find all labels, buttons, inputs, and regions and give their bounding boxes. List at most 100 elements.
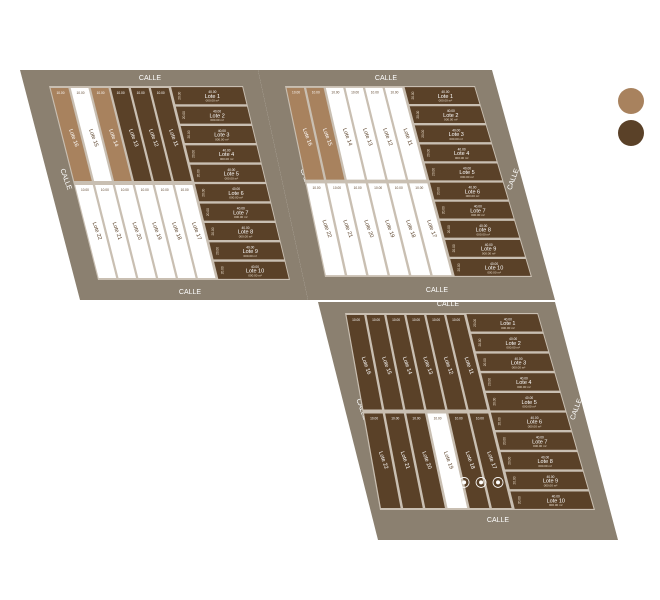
lot-14[interactable] <box>386 314 425 410</box>
lot-2[interactable] <box>471 333 549 352</box>
lot-side-dimension: 20.00 <box>478 338 482 346</box>
lot-8[interactable] <box>440 220 520 238</box>
lot-area-value: 000.00 m² <box>460 175 474 179</box>
lot-6[interactable] <box>429 182 508 200</box>
lot-side-dimension: 20.00 <box>452 244 456 252</box>
street-label: CALLE <box>375 75 398 82</box>
lot-17[interactable] <box>174 184 216 279</box>
lot-16[interactable] <box>346 314 382 410</box>
lot-19[interactable] <box>368 183 409 276</box>
lot-7[interactable] <box>199 203 275 221</box>
lot-4[interactable] <box>185 145 261 163</box>
lot-label: Lote 1 <box>500 321 515 327</box>
lot-label: Lote 7 <box>233 210 248 216</box>
lot-9[interactable] <box>445 239 525 257</box>
lot-22[interactable] <box>364 413 401 509</box>
lot-label: Lote 17 <box>425 219 437 238</box>
lot-label: Lote 22 <box>91 222 103 241</box>
legend-reserved-swatch <box>618 88 644 114</box>
lot-area-value: 000.00 m² <box>517 385 531 389</box>
lot-1[interactable] <box>404 87 480 104</box>
lot-label: Lote 16 <box>67 128 79 147</box>
lot-3[interactable] <box>414 125 491 143</box>
lot-dimension: 10.00 <box>312 91 320 95</box>
lot-7[interactable] <box>435 201 514 219</box>
lot-9[interactable] <box>505 471 588 490</box>
lot-side-dimension: 20.00 <box>220 266 224 274</box>
lot-16[interactable] <box>286 87 324 180</box>
lot-side-dimension: 20.00 <box>508 457 512 465</box>
lot-4[interactable] <box>419 144 497 162</box>
lot-dimension: 40.00 <box>515 357 523 361</box>
lot-17[interactable] <box>409 183 452 276</box>
lot-13[interactable] <box>345 87 386 180</box>
lot-11[interactable] <box>446 314 488 410</box>
lot-1[interactable] <box>466 314 543 332</box>
lot-11[interactable] <box>150 87 192 182</box>
lot-12[interactable] <box>426 314 467 410</box>
lot-15[interactable] <box>306 87 345 180</box>
lot-19[interactable] <box>427 413 468 509</box>
lot-18[interactable] <box>448 413 490 509</box>
lot-area-value: 000.00 m² <box>482 251 496 255</box>
lot-10[interactable] <box>510 491 594 509</box>
lot-3[interactable] <box>476 353 554 371</box>
lot-label: Lote 19 <box>150 222 162 241</box>
lot-22[interactable] <box>75 184 117 279</box>
lot-13[interactable] <box>110 87 152 182</box>
lot-21[interactable] <box>327 183 367 276</box>
lot-label: Lote 5 <box>459 170 474 176</box>
lot-18[interactable] <box>388 183 431 276</box>
lot-22[interactable] <box>306 183 345 276</box>
lot-label: Lote 11 <box>401 128 413 147</box>
lot-11[interactable] <box>384 87 427 180</box>
lot-9[interactable] <box>209 242 285 260</box>
lot-3[interactable] <box>180 125 256 144</box>
lot-dimension: 10.00 <box>390 91 398 95</box>
lot-7[interactable] <box>495 432 577 450</box>
lot-19[interactable] <box>134 184 176 279</box>
lot-21[interactable] <box>95 184 137 279</box>
lot-14[interactable] <box>90 87 132 182</box>
lot-label: Lote 10 <box>485 266 503 272</box>
lot-label: Lote 22 <box>320 219 332 238</box>
lot-dimension: 40.00 <box>468 186 476 190</box>
lot-12[interactable] <box>365 87 406 180</box>
lot-6[interactable] <box>490 412 571 431</box>
lot-15[interactable] <box>366 314 404 410</box>
lot-1[interactable] <box>171 87 247 105</box>
lot-side-dimension: 20.00 <box>201 188 205 196</box>
lot-18[interactable] <box>154 184 196 279</box>
lot-12[interactable] <box>130 87 172 182</box>
lot-8[interactable] <box>500 452 583 470</box>
lot-10[interactable] <box>214 261 289 279</box>
lot-dimension: 10.00 <box>415 186 423 190</box>
lot-label: Lote 14 <box>107 128 119 147</box>
lot-21[interactable] <box>385 413 423 509</box>
lot-5[interactable] <box>424 163 503 181</box>
tree-icon-center <box>496 480 501 485</box>
lot-area-value: 000.00 m² <box>533 444 547 448</box>
lot-14[interactable] <box>325 87 365 180</box>
lot-20[interactable] <box>347 183 388 276</box>
lot-5[interactable] <box>486 392 566 411</box>
lot-20[interactable] <box>115 184 156 279</box>
lot-label: Lote 1 <box>205 94 220 100</box>
lot-side-dimension: 20.00 <box>187 130 191 138</box>
lot-20[interactable] <box>406 413 445 509</box>
lot-label: Lote 8 <box>238 230 253 236</box>
lot-2[interactable] <box>175 106 252 124</box>
lot-label: Lote 1 <box>438 94 453 100</box>
lot-6[interactable] <box>194 184 270 202</box>
lot-17[interactable] <box>469 413 512 509</box>
lot-10[interactable] <box>450 259 531 276</box>
lot-8[interactable] <box>204 222 280 241</box>
lot-4[interactable] <box>481 373 560 391</box>
lot-13[interactable] <box>406 314 446 410</box>
lot-16[interactable] <box>50 87 92 182</box>
lot-5[interactable] <box>190 164 266 182</box>
lot-label: Lote 11 <box>463 356 475 375</box>
lot-label: Lote 15 <box>87 128 99 147</box>
lot-2[interactable] <box>409 106 486 124</box>
lot-15[interactable] <box>70 87 112 182</box>
